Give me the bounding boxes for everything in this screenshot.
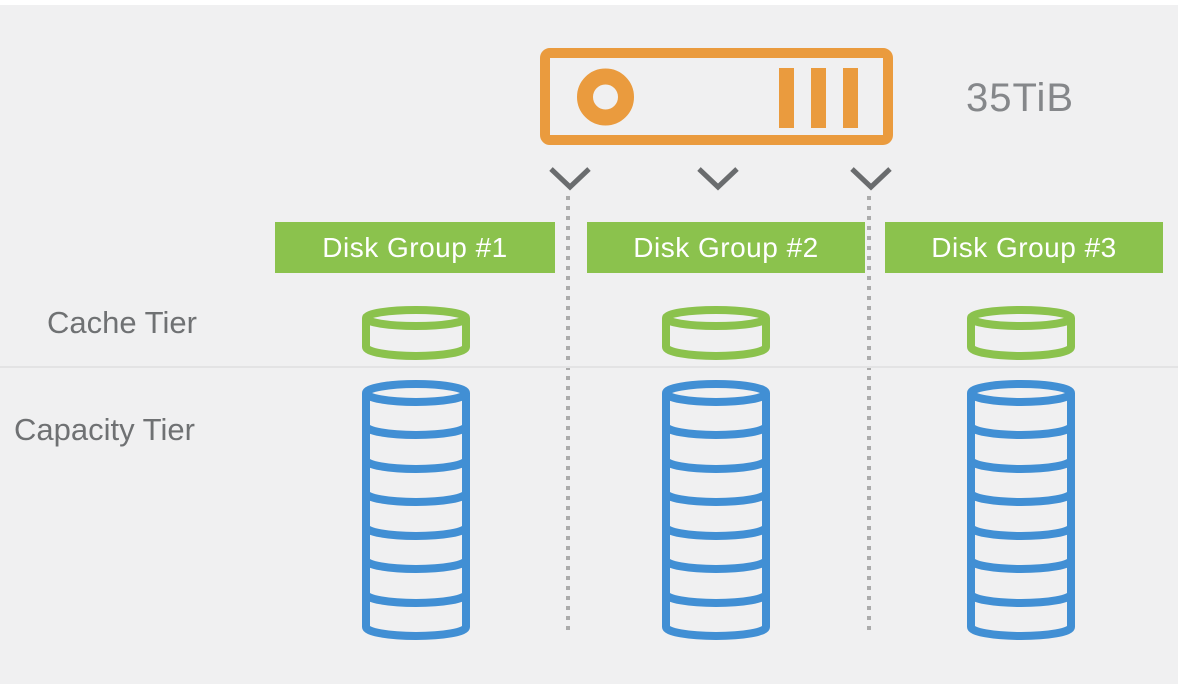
disk-cylinder-icon bbox=[661, 306, 771, 360]
server-icon bbox=[540, 48, 893, 145]
disk-cylinder-icon bbox=[361, 306, 471, 360]
dotted-separator bbox=[867, 196, 871, 636]
disk-stack-icon bbox=[660, 380, 772, 640]
tier-divider-line bbox=[0, 366, 1178, 368]
cache-tier-label: Cache Tier bbox=[47, 305, 197, 340]
disk-group-1-banner: Disk Group #1 bbox=[275, 222, 555, 273]
disk-group-2-banner: Disk Group #2 bbox=[587, 222, 865, 273]
chevron-down-icon bbox=[548, 166, 592, 192]
server-disk-ring-icon bbox=[577, 68, 634, 125]
chevron-down-icon bbox=[696, 166, 740, 192]
dotted-separator bbox=[566, 196, 570, 636]
disk-stack-icon bbox=[360, 380, 472, 640]
server-vent-bars-icon bbox=[779, 68, 858, 128]
capacity-tier-label: Capacity Tier bbox=[14, 412, 195, 447]
disk-group-3-banner: Disk Group #3 bbox=[885, 222, 1163, 273]
disk-cylinder-icon bbox=[966, 306, 1076, 360]
total-capacity-label: 35TiB bbox=[966, 76, 1075, 120]
disk-stack-icon bbox=[965, 380, 1077, 640]
chevron-down-icon bbox=[849, 166, 893, 192]
